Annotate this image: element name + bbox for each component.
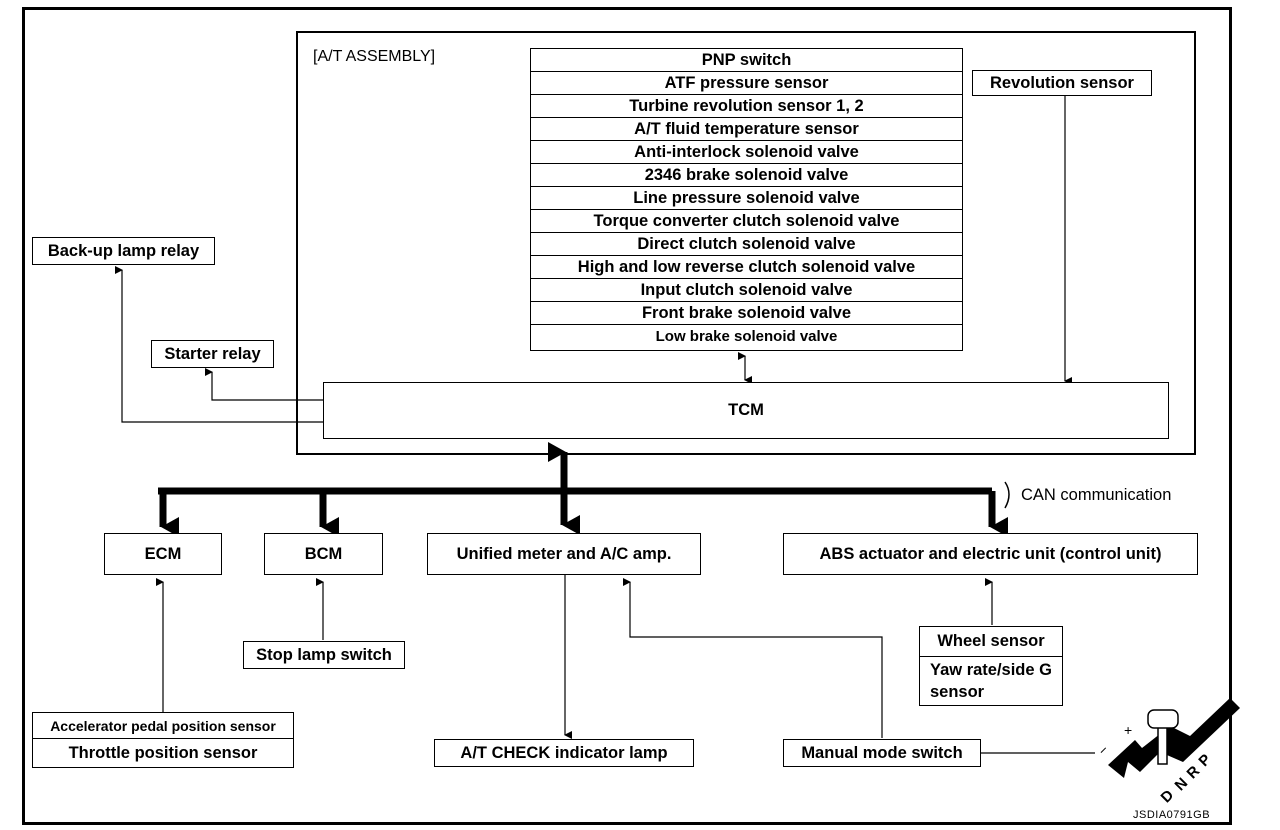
can-communication-label: CAN communication [1021,486,1172,504]
accelerator-sensor-stack: Accelerator pedal position sensor Thrott… [32,712,294,768]
starter-relay-box: Starter relay [151,340,274,368]
throttle-position-sensor: Throttle position sensor [68,743,258,762]
backup-lamp-relay-box: Back-up lamp relay [32,237,215,265]
manual-mode-switch-box: Manual mode switch [783,739,981,767]
component-turbine-sensor: Turbine revolution sensor 1, 2 [531,95,962,118]
component-line-pressure-valve: Line pressure solenoid valve [531,187,962,210]
figure-code: JSDIA0791GB [1133,809,1211,821]
stop-lamp-switch-box: Stop lamp switch [243,641,405,669]
wheel-sensor: Wheel sensor [920,627,1062,657]
at-check-lamp-box: A/T CHECK indicator lamp [434,739,694,767]
component-low-brake-valve: Low brake solenoid valve [655,328,838,345]
component-2346-brake-valve: 2346 brake solenoid valve [531,164,962,187]
component-front-brake-valve: Front brake solenoid valve [531,302,962,325]
wheel-sensor-stack: Wheel sensor Yaw rate/side G sensor [919,626,1063,706]
component-atf-pressure-sensor: ATF pressure sensor [531,72,962,95]
component-fluid-temp-sensor: A/T fluid temperature sensor [531,118,962,141]
component-input-clutch-valve: Input clutch solenoid valve [531,279,962,302]
tcm-box: TCM [323,382,1169,439]
component-anti-interlock-valve: Anti-interlock solenoid valve [531,141,962,164]
revolution-sensor-box: Revolution sensor [972,70,1152,96]
abs-unit-box: ABS actuator and electric unit (control … [783,533,1198,575]
at-assembly-outline [296,31,1196,455]
shifter-plus: + [1124,722,1133,738]
ecm-box: ECM [104,533,222,575]
component-torque-converter-valve: Torque converter clutch solenoid valve [531,210,962,233]
unified-meter-box: Unified meter and A/C amp. [427,533,701,575]
yaw-rate-sensor: Yaw rate/side G sensor [930,660,1052,701]
component-high-low-reverse-valve: High and low reverse clutch solenoid val… [531,256,962,279]
accelerator-pedal-sensor: Accelerator pedal position sensor [33,713,293,739]
component-direct-clutch-valve: Direct clutch solenoid valve [531,233,962,256]
component-pnp-switch: PNP switch [531,49,962,72]
assembly-label: [A/T ASSEMBLY] [313,48,436,65]
bcm-box: BCM [264,533,383,575]
shift-lever-icon [1108,698,1240,778]
diagram-frame [22,7,1232,825]
at-component-list: PNP switch ATF pressure sensor Turbine r… [530,48,963,351]
